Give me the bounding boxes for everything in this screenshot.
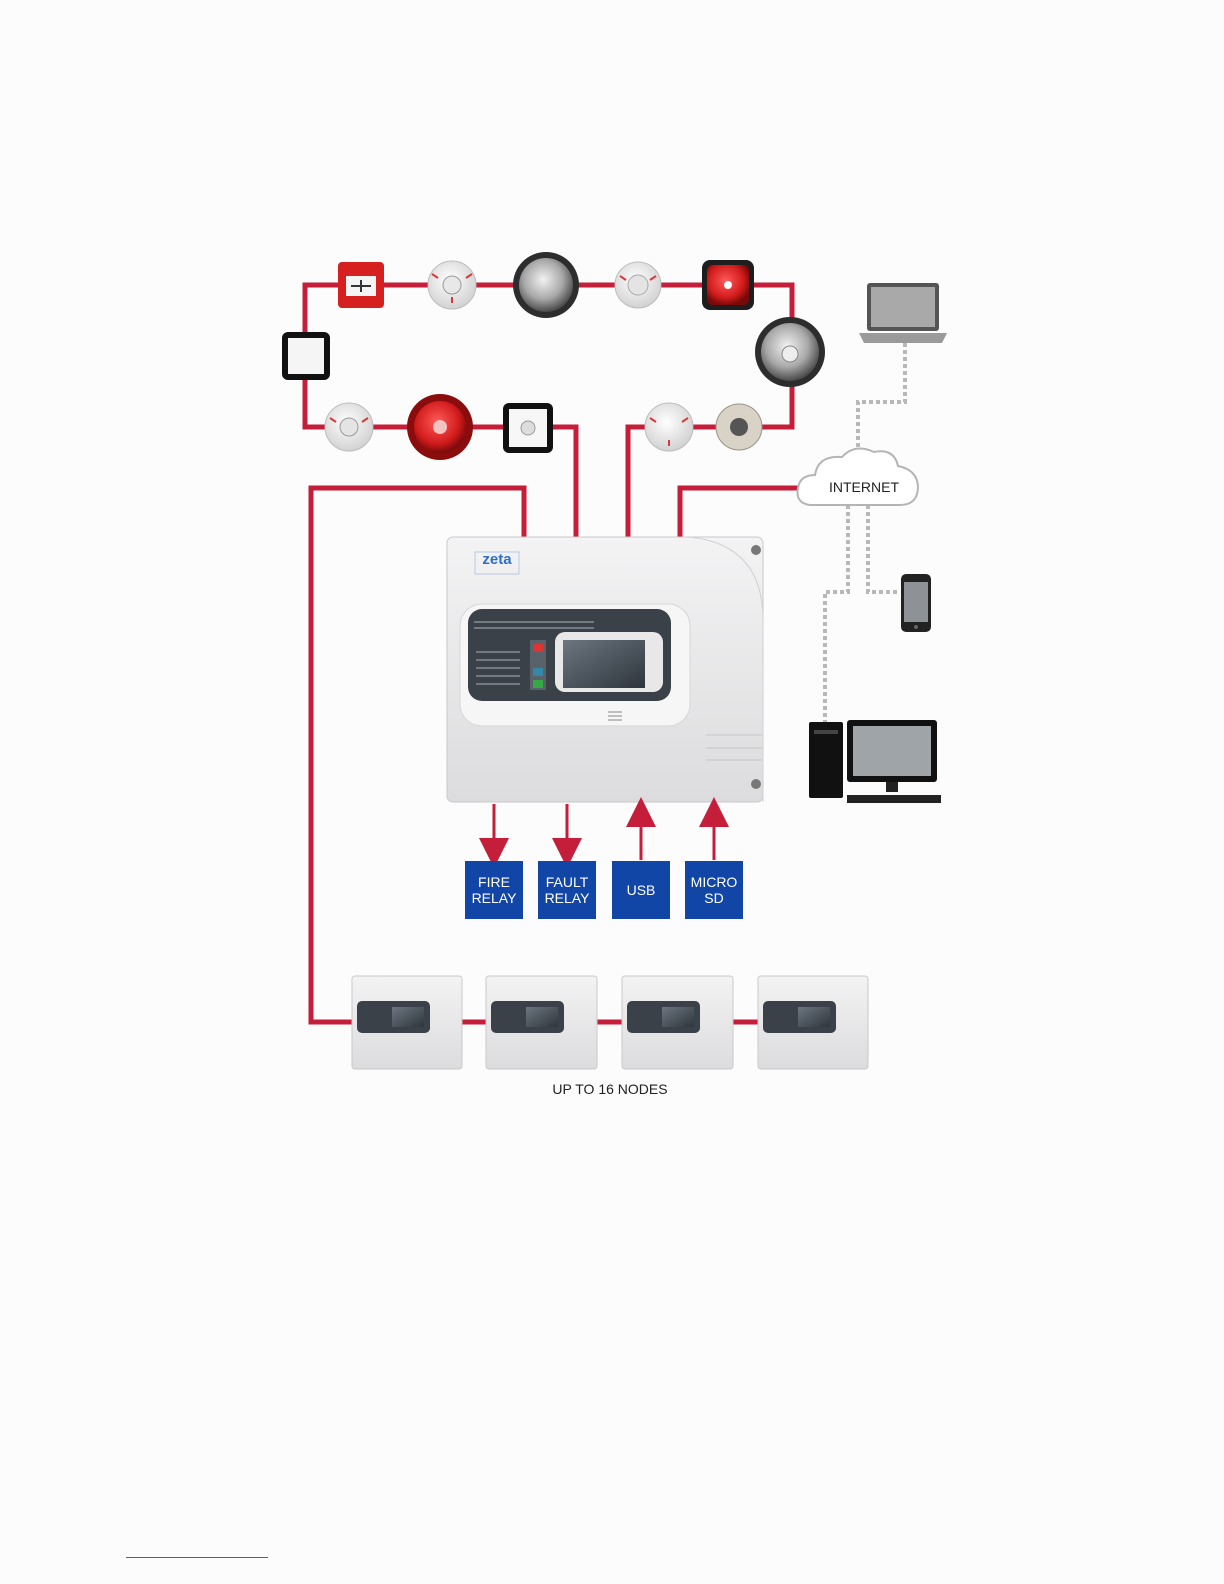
nodes-caption: UP TO 16 NODES [510,1081,710,1097]
detector-base-icon [716,404,762,450]
network-node-3 [622,976,733,1069]
fault-relay-box: FAULT RELAY [538,861,596,919]
red-sounder-icon [407,394,473,460]
micro-sd-box: MICRO SD [685,861,743,919]
network-wire-right [680,488,805,537]
multi-sensor-icon [645,403,693,451]
smartphone-icon [901,574,931,632]
internet-label: INTERNET [822,479,906,495]
beacon-icon [702,260,754,310]
sounder-beacon-icon [755,317,825,387]
fire-relay-box: FIRE RELAY [465,861,523,919]
smoke-detector-icon [428,261,476,309]
isolator-module-icon [503,403,553,453]
sounder-icon [513,252,579,318]
laptop-icon [859,283,947,343]
io-arrows [494,804,714,860]
network-node-1 [352,976,462,1069]
network-node-4 [758,976,868,1069]
micro-sd-label: MICRO SD [691,874,738,906]
fire-relay-label: FIRE RELAY [472,874,517,906]
brand-logo: zeta [482,551,512,568]
heat-detector-icon [615,262,661,308]
usb-box: USB [612,861,670,919]
manual-call-point-icon [338,262,384,308]
network-links [825,343,905,722]
usb-label: USB [627,882,656,898]
desktop-link [825,505,848,722]
laptop-link [858,343,905,452]
main-control-panel: zeta [447,537,763,802]
fault-relay-label: FAULT RELAY [545,874,590,906]
internet-cloud-icon [798,448,919,505]
optical-detector-icon [325,403,373,451]
footnote-rule [126,1557,268,1558]
interface-module-icon [282,332,330,380]
phone-link [868,505,900,592]
network-node-2 [486,976,597,1069]
desktop-computer-icon [809,720,941,803]
